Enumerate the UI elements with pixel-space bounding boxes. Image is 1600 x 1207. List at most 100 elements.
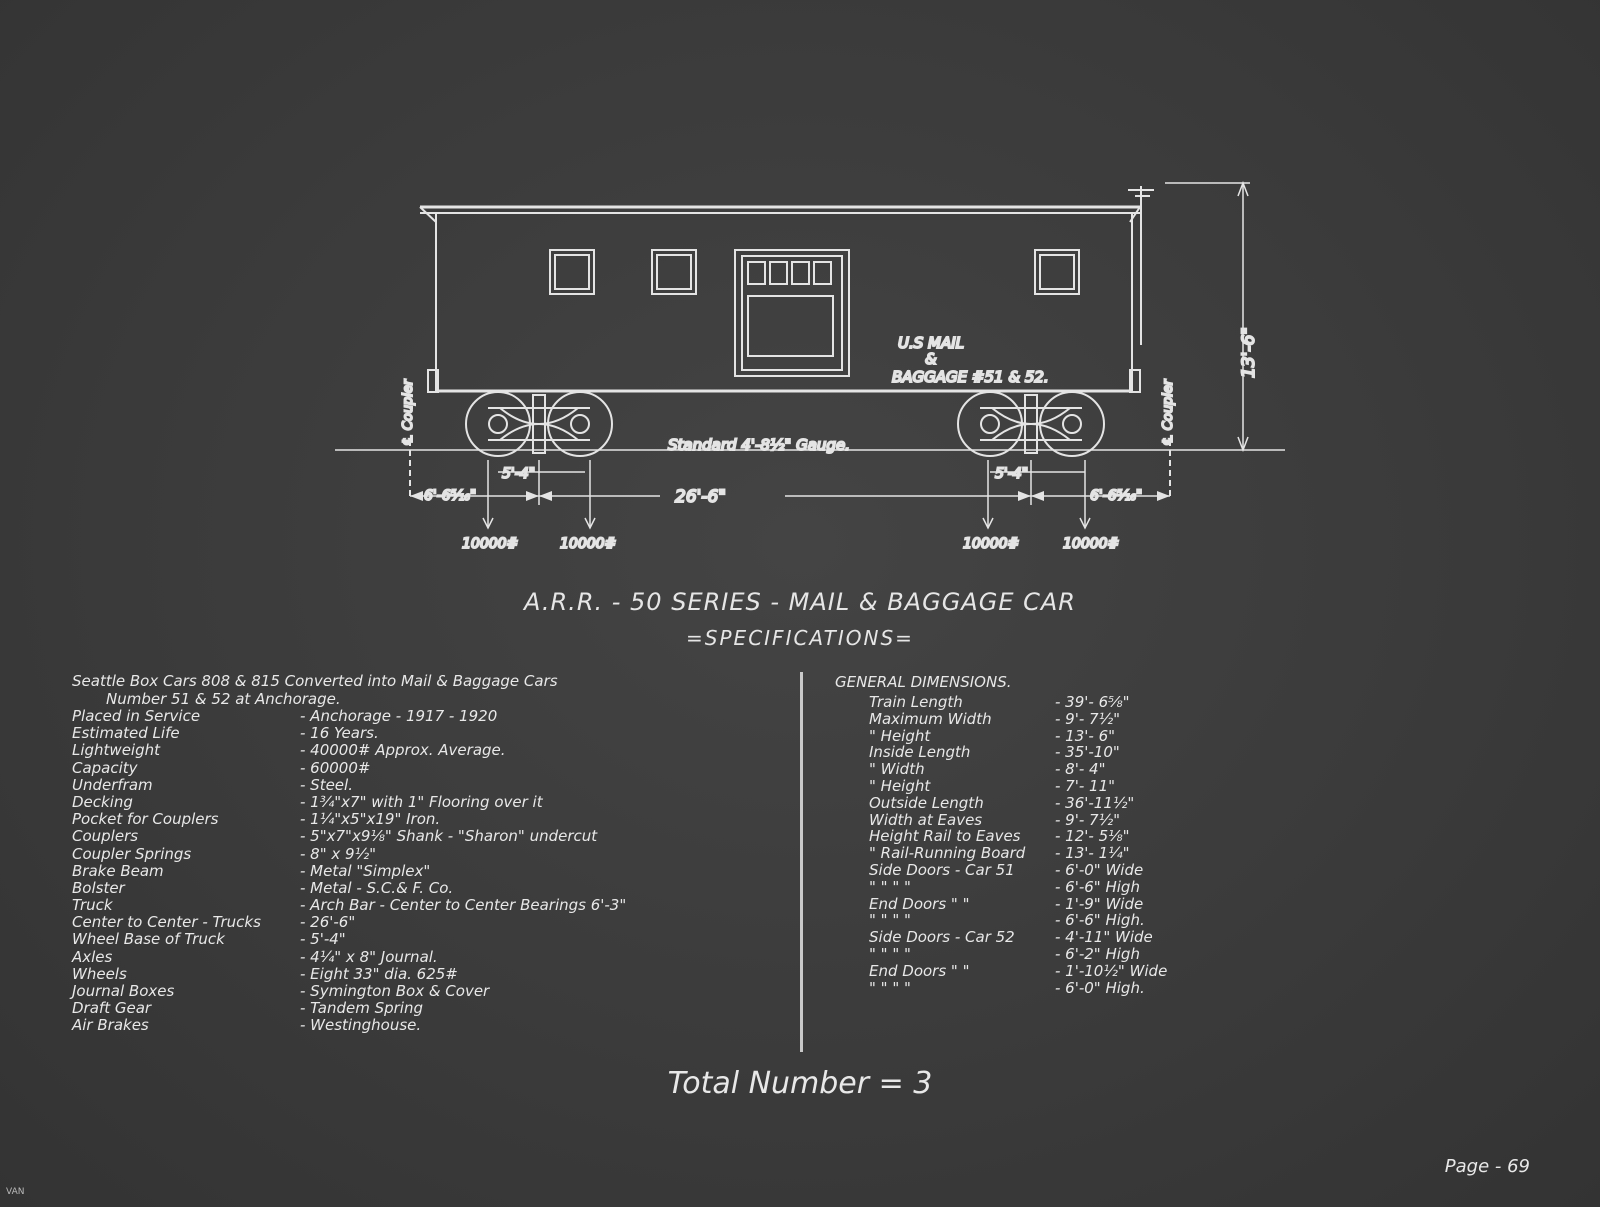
dimension-row: Height Rail to Eaves - 12'- 5⅛" <box>835 828 1167 845</box>
spec-row: Capacity - 60000# <box>72 758 626 777</box>
dimension-value: - 9'- 7½" <box>1055 810 1121 829</box>
spec-row: Couplers- 5"x7"x9⅛" Shank - "Sharon" und… <box>72 828 626 845</box>
dimension-label: Outside Length <box>869 793 984 812</box>
dimension-row: End Doors " " - 1'-9" Wide <box>835 894 1167 913</box>
dimension-row: Inside Length- 35'-10" <box>835 744 1167 761</box>
car-lettering-3: BAGGAGE #51 & 52. <box>892 368 1049 386</box>
car-lettering-1: U.S MAIL <box>898 334 964 352</box>
dimension-label: " " " " <box>869 877 911 896</box>
dimension-value: - 1'-9" Wide <box>1055 894 1144 913</box>
dimension-row: Width at Eaves - 9'- 7½" <box>835 810 1167 829</box>
spec-value: - Metal - S.C.& F. Co. <box>300 878 454 897</box>
load-4: 10000# <box>1063 536 1119 552</box>
spec-value: - Arch Bar - Center to Center Bearings 6… <box>300 896 627 915</box>
wheelbase-right: 5'-4" <box>995 466 1028 482</box>
spec-label: Couplers <box>72 827 139 846</box>
window <box>651 249 697 295</box>
corner-mark: VAN <box>6 1187 25 1197</box>
car-body <box>435 212 1133 392</box>
spec-label: Decking <box>72 792 133 811</box>
dimension-row: Train Length - 39'- 6⅝" <box>835 694 1167 711</box>
side-door <box>734 249 850 377</box>
load-2: 10000# <box>560 536 616 552</box>
spec-label: Capacity <box>72 758 138 777</box>
dimension-row: Side Doors - Car 51- 6'-0" Wide <box>835 862 1167 879</box>
dimension-label: Train Length <box>869 693 963 711</box>
truck-centers-dimension: 26'-6" <box>675 487 726 507</box>
spec-row: Underfram- Steel. <box>72 775 626 794</box>
specifications-list: Seattle Box Cars 808 & 815 Converted int… <box>72 672 626 1035</box>
spec-label: Estimated Life <box>72 724 180 743</box>
dimension-label: Inside Length <box>869 743 971 762</box>
spec-label: Truck <box>72 896 113 915</box>
spec-row: Pocket for Couplers- 1¼"x5"x19" Iron. <box>72 810 626 829</box>
dimension-label: Side Doors - Car 51 <box>869 860 1015 879</box>
wheelbase-left: 5'-4" <box>502 466 535 482</box>
dimension-row: " " " " - 6'-0" High. <box>835 978 1167 997</box>
spec-label: Center to Center - Trucks <box>72 913 261 932</box>
spec-value: - Metal "Simplex" <box>300 861 431 880</box>
dimension-row: End Doors " " - 1'-10½" Wide <box>835 961 1168 980</box>
height-dimension: 13'-6" <box>1239 327 1259 378</box>
dimension-label: " " " " <box>869 978 911 997</box>
window <box>549 249 595 295</box>
coupler-left-label: ℄ Coupler <box>401 378 416 446</box>
spec-value: - 4¼" x 8" Journal. <box>300 947 438 966</box>
spec-row: Center to Center - Trucks- 26'-6" <box>72 914 626 931</box>
dimension-value: - 1'-10½" Wide <box>1055 961 1168 980</box>
dimension-label: " " " " <box>869 911 911 930</box>
spec-row: Bolster - Metal - S.C.& F. Co. <box>72 878 626 897</box>
dimension-label: Width at Eaves <box>869 810 983 829</box>
page-number: Page - 69 <box>1444 1156 1530 1177</box>
spec-row: Draft Gear- Tandem Spring <box>72 999 626 1017</box>
spec-value: - 16 Years. <box>300 724 379 743</box>
dimension-value: - 9'- 7½" <box>1055 709 1121 728</box>
spec-label: Underfram <box>72 775 153 794</box>
dimension-value: - 12'- 5⅛" <box>1055 827 1130 846</box>
spec-row: Truck - Arch Bar - Center to Center Beari… <box>72 896 627 915</box>
dimension-label: " Height <box>869 776 931 795</box>
dimensions-heading: GENERAL DIMENSIONS. <box>835 673 1012 691</box>
spec-label: Placed in Service <box>72 707 201 725</box>
dimension-row: " Height - 7'- 11" <box>835 778 1167 795</box>
load-1: 10000# <box>462 536 518 552</box>
spec-label: Wheel Base of Truck <box>72 930 225 949</box>
spec-label: Bolster <box>72 878 125 897</box>
dimension-label: " " " " <box>869 944 911 963</box>
spec-label: Lightweight <box>72 741 161 760</box>
spec-row: Estimated Life - 16 Years. <box>72 724 626 743</box>
dimension-row: " " " "- 6'-6" High <box>835 877 1167 896</box>
specifications-heading: =SPECIFICATIONS= <box>686 626 914 650</box>
dimension-row: " Width- 8'- 4" <box>835 761 1167 778</box>
gauge-label: Standard 4'-8½" Gauge. <box>668 436 850 454</box>
dimension-label: Maximum Width <box>869 709 992 728</box>
spec-label: Brake Beam <box>72 861 164 880</box>
spec-label: Air Brakes <box>72 1016 149 1035</box>
dimension-label: End Doors " " <box>869 961 970 980</box>
left-truck <box>465 391 613 457</box>
dimension-value: - 13'- 1¼" <box>1055 844 1130 863</box>
dimension-label: " Width <box>869 760 925 779</box>
spec-label: Wheels <box>72 964 127 983</box>
spec-value: - 1¼"x5"x19" Iron. <box>300 810 441 829</box>
spec-value: - 1¾"x7" with 1" Flooring over it <box>300 792 543 811</box>
spec-label: Journal Boxes <box>72 982 175 1000</box>
spec-value: - 60000# <box>300 758 371 777</box>
dimension-label: Height Rail to Eaves <box>869 827 1021 846</box>
spec-row: Placed in Service- Anchorage - 1917 - 19… <box>72 707 626 725</box>
dimension-label: End Doors " " <box>869 894 970 913</box>
dimension-row: " " " "- 6'-6" High. <box>835 912 1167 929</box>
spec-row: Lightweight - 40000# Approx. Average. <box>72 742 626 759</box>
dimension-value: - 6'-0" High. <box>1055 978 1145 997</box>
dimension-value: - 36'-11½" <box>1055 793 1135 812</box>
spec-value: - 5'-4" <box>300 930 346 949</box>
spec-row: Brake Beam - Metal "Simplex" <box>72 861 626 880</box>
dimension-value: - 7'- 11" <box>1055 776 1116 795</box>
dimension-value: - 39'- 6⅝" <box>1055 693 1130 711</box>
column-divider <box>800 672 803 1052</box>
spec-value: - 40000# Approx. Average. <box>300 741 506 760</box>
spec-value: - Westinghouse. <box>300 1016 422 1035</box>
overhang-right: 6'-6⁵⁄₁₆" <box>1090 488 1142 504</box>
dimension-row: Maximum Width - 9'- 7½" <box>835 709 1167 728</box>
